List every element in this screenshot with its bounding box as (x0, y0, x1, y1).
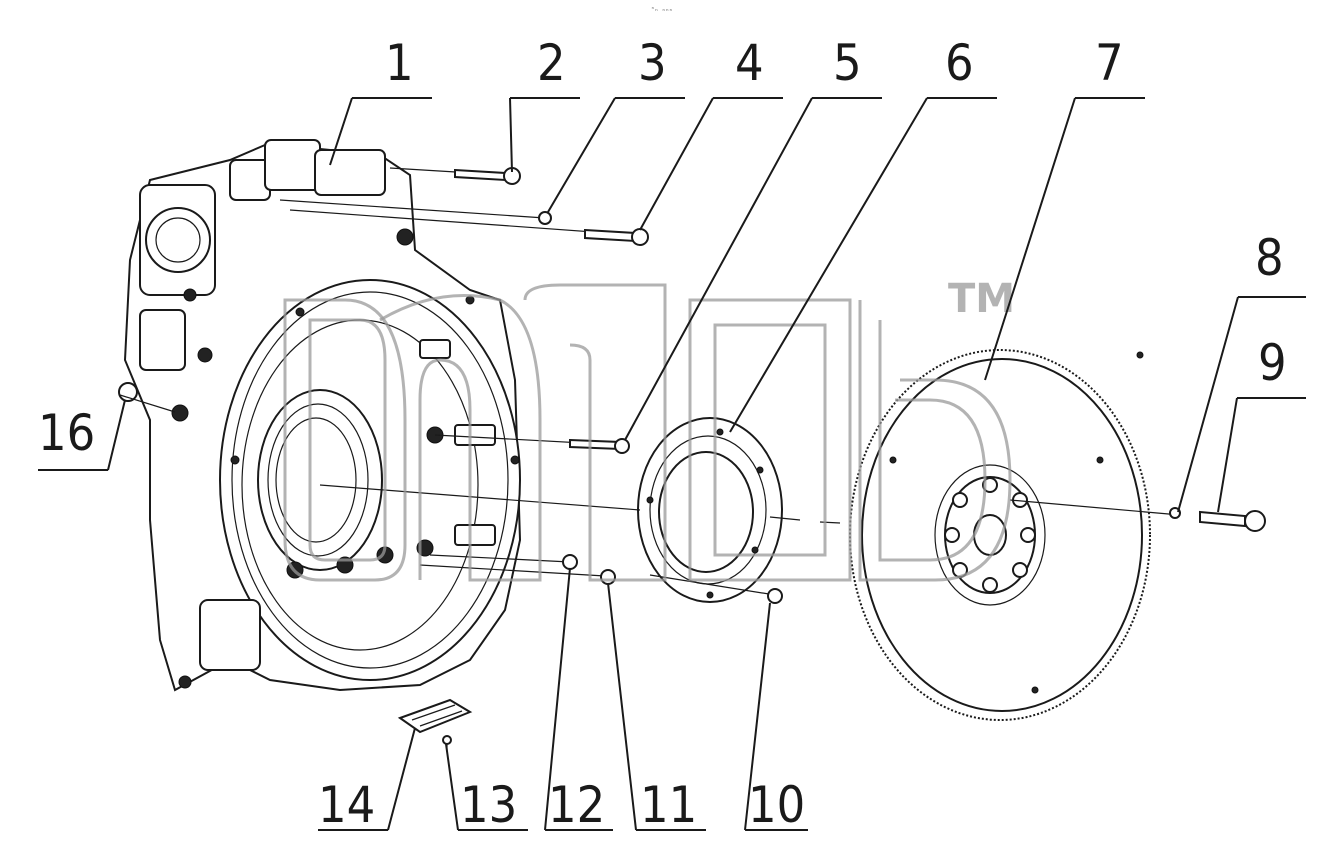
callout-6: 6 (945, 34, 974, 92)
callout-9: 9 (1258, 334, 1287, 392)
flywheel-ring-gear (849, 349, 1151, 721)
callout-8: 8 (1255, 229, 1284, 287)
flywheel-housing (123, 139, 522, 692)
callout-10: 10 (748, 776, 805, 834)
callout-13: 13 (460, 776, 517, 834)
callout-labels: 1 2 3 4 5 6 7 8 9 10 11 12 13 14 16 (38, 34, 1287, 834)
header-caption: ⁿₙ ₙₙₙ (651, 6, 673, 13)
callout-11: 11 (640, 776, 697, 834)
callout-2: 2 (537, 34, 566, 92)
fasteners (118, 167, 1266, 604)
watermark: TM (283, 276, 1015, 582)
callout-leaders (38, 97, 1306, 831)
callout-12: 12 (548, 776, 605, 834)
callout-4: 4 (735, 34, 764, 92)
callout-5: 5 (833, 34, 862, 92)
callout-16: 16 (38, 404, 95, 462)
callout-14: 14 (318, 776, 375, 834)
callout-3: 3 (638, 34, 667, 92)
callout-1: 1 (385, 34, 414, 92)
oil-seal-plate (637, 417, 783, 603)
callout-7: 7 (1095, 34, 1124, 92)
watermark-tm: TM (948, 276, 1015, 322)
